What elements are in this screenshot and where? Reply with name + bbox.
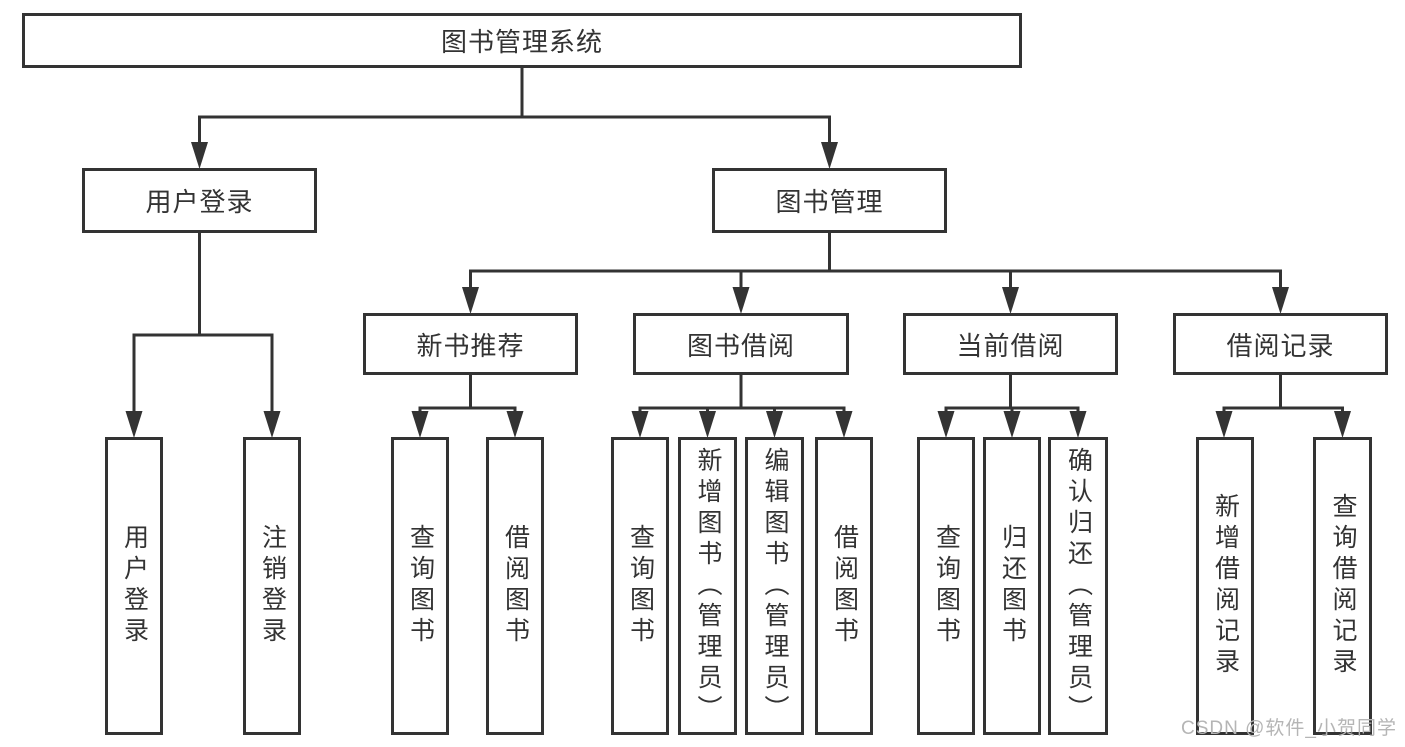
leaf-query-books-borrowing-label: 查询图书: [626, 524, 655, 648]
leaf-return-books-label: 归还图书: [998, 524, 1027, 648]
leaf-query-books-borrowing: 查询图书: [611, 437, 669, 735]
leaf-confirm-return-admin-label: 确认归还（管理员）: [1064, 446, 1093, 726]
leaf-borrow-books-recommend-label: 借阅图书: [501, 524, 530, 648]
leaf-add-borrow-record: 新增借阅记录: [1196, 437, 1254, 735]
leaf-query-borrow-record-label: 查询借阅记录: [1329, 493, 1357, 679]
leaf-add-books-admin: 新增图书（管理员）: [678, 437, 737, 735]
node-book-management: 图书管理: [712, 168, 947, 233]
leaf-borrow-books-recommend: 借阅图书: [486, 437, 544, 735]
leaf-user-login: 用户登录: [105, 437, 163, 735]
leaf-borrow-books-borrowing: 借阅图书: [815, 437, 873, 735]
leaf-query-books-recommend-label: 查询图书: [406, 524, 435, 648]
leaf-logout-label: 注销登录: [258, 524, 287, 648]
leaf-confirm-return-admin: 确认归还（管理员）: [1048, 437, 1108, 735]
leaf-return-books: 归还图书: [983, 437, 1041, 735]
leaf-user-login-label: 用户登录: [120, 524, 149, 648]
leaf-query-books-current-label: 查询图书: [932, 524, 961, 648]
leaf-edit-books-admin-label: 编辑图书（管理员）: [761, 446, 789, 726]
node-borrowing-records: 借阅记录: [1173, 313, 1388, 375]
leaf-add-books-admin-label: 新增图书（管理员）: [694, 446, 722, 726]
node-new-book-recommend: 新书推荐: [363, 313, 578, 375]
leaf-query-books-current: 查询图书: [917, 437, 975, 735]
csdn-watermark: CSDN @软件_小贺同学: [1181, 718, 1397, 739]
leaf-edit-books-admin: 编辑图书（管理员）: [745, 437, 804, 735]
leaf-query-borrow-record: 查询借阅记录: [1313, 437, 1372, 735]
leaf-add-borrow-record-label: 新增借阅记录: [1211, 493, 1240, 679]
node-root-system: 图书管理系统: [22, 13, 1022, 68]
leaf-borrow-books-borrowing-label: 借阅图书: [830, 524, 859, 648]
node-user-login: 用户登录: [82, 168, 317, 233]
node-book-borrowing: 图书借阅: [633, 313, 849, 375]
leaf-logout: 注销登录: [243, 437, 301, 735]
node-current-borrowing: 当前借阅: [903, 313, 1118, 375]
leaf-query-books-recommend: 查询图书: [391, 437, 449, 735]
